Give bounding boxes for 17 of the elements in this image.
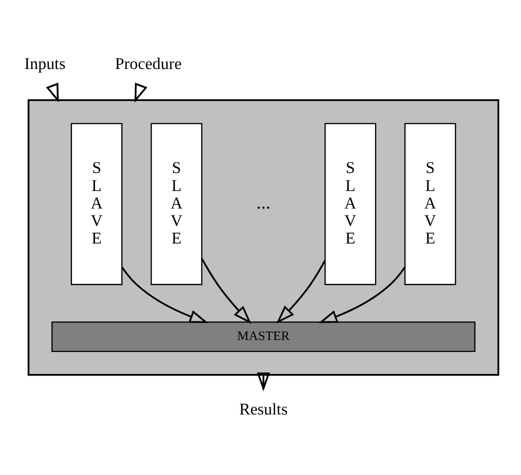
node-text: Procedure bbox=[115, 54, 182, 74]
arrow bbox=[318, 266, 406, 323]
arrow bbox=[121, 266, 208, 323]
node-box: S L A V E bbox=[324, 122, 376, 286]
arrow bbox=[134, 82, 148, 103]
node-text: Inputs bbox=[24, 54, 66, 74]
label: ... bbox=[256, 192, 270, 214]
arrow bbox=[46, 82, 59, 103]
cluster bbox=[28, 99, 500, 376]
node-box: MASTER bbox=[51, 321, 476, 352]
arrow bbox=[201, 258, 252, 324]
node-text: Results bbox=[239, 400, 288, 419]
node-box: S L A V E bbox=[70, 122, 122, 286]
node-box: S L A V E bbox=[150, 122, 202, 286]
node-box: S L A V E bbox=[404, 122, 456, 286]
arrow bbox=[256, 372, 270, 392]
arrow bbox=[276, 260, 326, 324]
